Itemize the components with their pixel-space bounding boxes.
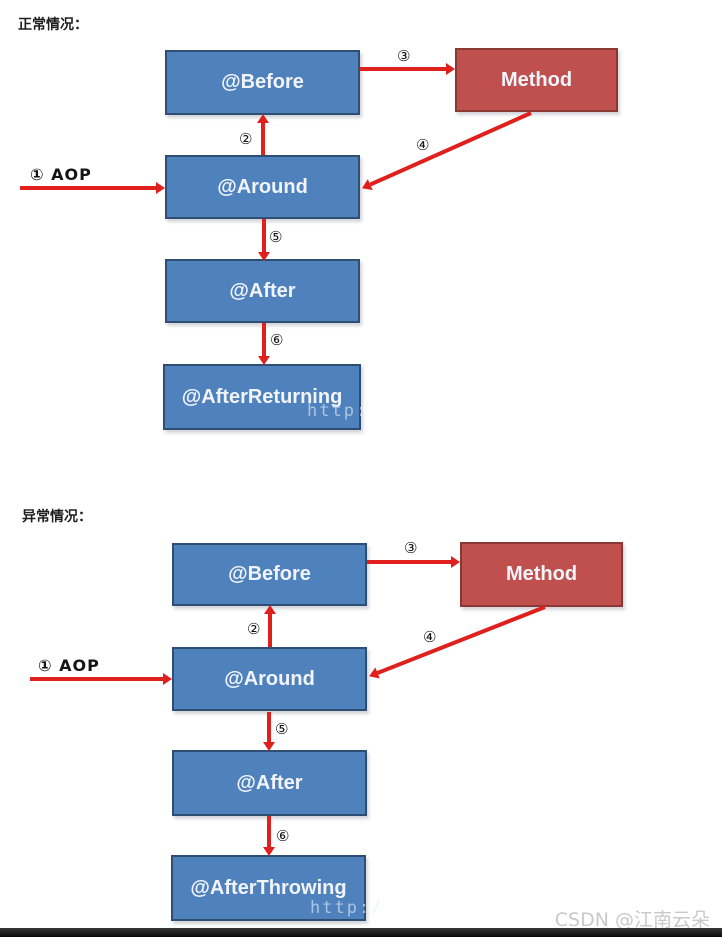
- http-watermark: http:: [307, 401, 369, 421]
- step5-label: ⑤: [269, 228, 283, 246]
- step6-label: ⑥: [270, 331, 284, 349]
- arrow-step2-around-to-before: [268, 614, 272, 647]
- exception-case-title: 异常情况：: [22, 509, 92, 525]
- normal-case-title: 正常情况：: [18, 17, 88, 33]
- aop-entry-label: ① AOP: [30, 165, 92, 184]
- arrow-step5-around-to-after: [267, 712, 271, 742]
- bottom-black-bar: [0, 928, 722, 937]
- step2-label: ②: [247, 620, 261, 638]
- step3-label: ③: [404, 539, 418, 557]
- arrow-step3-before-to-method: [367, 556, 460, 568]
- method-box: Method: [455, 48, 618, 112]
- arrow-step4-method-to-around: [376, 605, 546, 675]
- arrow-step3-before-to-method: [360, 63, 455, 75]
- after-returning-box: @AfterReturning: [163, 364, 361, 430]
- step6-label: ⑥: [276, 827, 290, 845]
- aop-entry-label: ① AOP: [38, 656, 100, 675]
- step4-label: ④: [416, 136, 430, 154]
- arrow-step6-after-to-afterreturning: [262, 323, 266, 356]
- before-box: @Before: [172, 543, 367, 606]
- after-throwing-box: @AfterThrowing: [171, 855, 366, 921]
- step5-label: ⑤: [275, 720, 289, 738]
- arrow-step1-aop-to-around: [30, 673, 172, 685]
- arrow-step5-around-to-after: [262, 219, 266, 252]
- arrow-step4-method-to-around: [369, 111, 532, 187]
- arrow-step1-aop-to-around: [20, 182, 165, 194]
- arrow-step6-after-to-afterthrowing: [267, 816, 271, 847]
- step3-label: ③: [397, 47, 411, 65]
- after-box: @After: [165, 259, 360, 323]
- step2-label: ②: [239, 130, 253, 148]
- before-box: @Before: [165, 50, 360, 115]
- arrow-step2-around-to-before: [261, 123, 265, 155]
- http-watermark: http:/: [310, 898, 384, 918]
- csdn-watermark: CSDN @江南云朵: [554, 909, 710, 931]
- around-box: @Around: [165, 155, 360, 219]
- after-box: @After: [172, 750, 367, 816]
- method-box: Method: [460, 542, 623, 607]
- step4-label: ④: [423, 628, 437, 646]
- around-box: @Around: [172, 647, 367, 711]
